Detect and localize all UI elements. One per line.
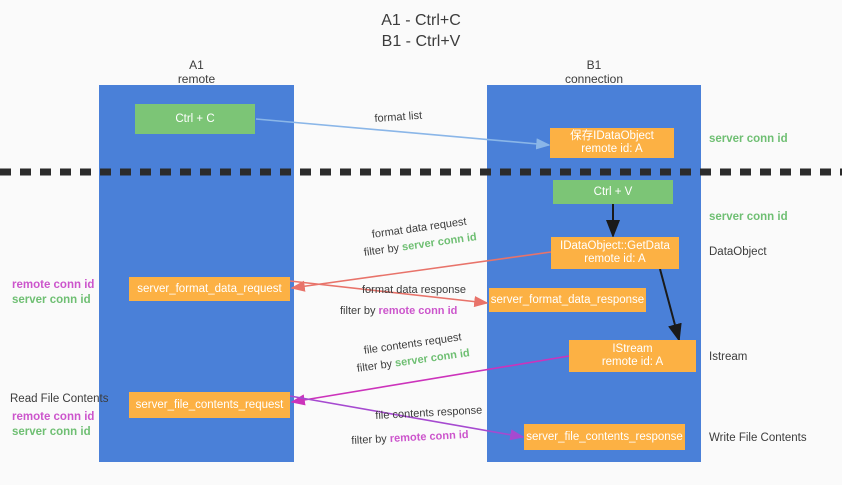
filter-prefix: filter by <box>340 305 379 317</box>
node-server-file-contents-response[interactable]: server_file_contents_response <box>524 424 685 450</box>
arrow-getdata-to-istream <box>659 268 682 342</box>
annotation-group-format-conn-ids: remote conn id server conn id <box>12 278 94 308</box>
annotation-group-file-conn-ids: remote conn id server conn id <box>12 410 94 440</box>
annotation-read-file-contents: Read File Contents <box>10 393 109 405</box>
lane-a1-sub: remote <box>177 72 216 86</box>
page-title: A1 - Ctrl+C B1 - Ctrl+V <box>381 12 461 50</box>
node-istream[interactable]: IStream remote id: A <box>569 340 696 372</box>
lane-a1-name: A1 <box>189 58 204 72</box>
filter-key-remote-conn-id: remote conn id <box>389 428 469 445</box>
node-idataobject-getdata[interactable]: IDataObject::GetData remote id: A <box>551 237 679 269</box>
filter-prefix: filter by <box>356 357 396 375</box>
filter-prefix: filter by <box>363 241 403 259</box>
node-server-format-data-response[interactable]: server_format_data_response <box>489 288 646 312</box>
node-ctrl-c[interactable]: Ctrl + C <box>135 104 255 134</box>
arrow-file-contents-request <box>290 355 570 406</box>
annotation-server-conn-id-second: server conn id <box>709 211 788 223</box>
annotation-server-conn-id-2: server conn id <box>12 426 91 438</box>
node-server-format-data-request[interactable]: server_format_data_request <box>129 277 290 301</box>
annotation-remote-conn-id-2: remote conn id <box>12 411 95 423</box>
lane-b1-sub: connection <box>564 72 624 86</box>
annotation-server-conn-id-top: server conn id <box>709 133 788 145</box>
annotation-dataobject: DataObject <box>709 246 767 258</box>
filter-key-remote-conn-id: remote conn id <box>378 305 458 317</box>
arrow-format-data-request <box>290 251 552 292</box>
filter-prefix: filter by <box>351 432 391 447</box>
lane-header-a1: A1 remote <box>99 58 294 86</box>
edge-label-format-data-response-filter: filter by remote conn id <box>340 304 457 319</box>
arrow-file-contents-response <box>289 395 525 441</box>
arrow-format-list <box>255 118 551 150</box>
node-ctrl-v[interactable]: Ctrl + V <box>553 180 673 204</box>
lane-b1-name: B1 <box>586 58 602 72</box>
node-save-idataobject[interactable]: 保存IDataObject remote id: A <box>550 128 674 158</box>
arrow-format-data-response <box>289 280 489 308</box>
node-server-file-contents-request[interactable]: server_file_contents_request <box>129 392 290 418</box>
annotation-server-conn-id-1: server conn id <box>12 294 91 306</box>
annotation-istream: Istream <box>709 351 748 363</box>
edge-label-format-data-response: format data response <box>362 284 466 296</box>
lane-header-b1: B1 connection <box>487 58 701 86</box>
annotation-remote-conn-id-1: remote conn id <box>12 279 95 291</box>
annotation-write-file-contents: Write File Contents <box>709 432 807 444</box>
